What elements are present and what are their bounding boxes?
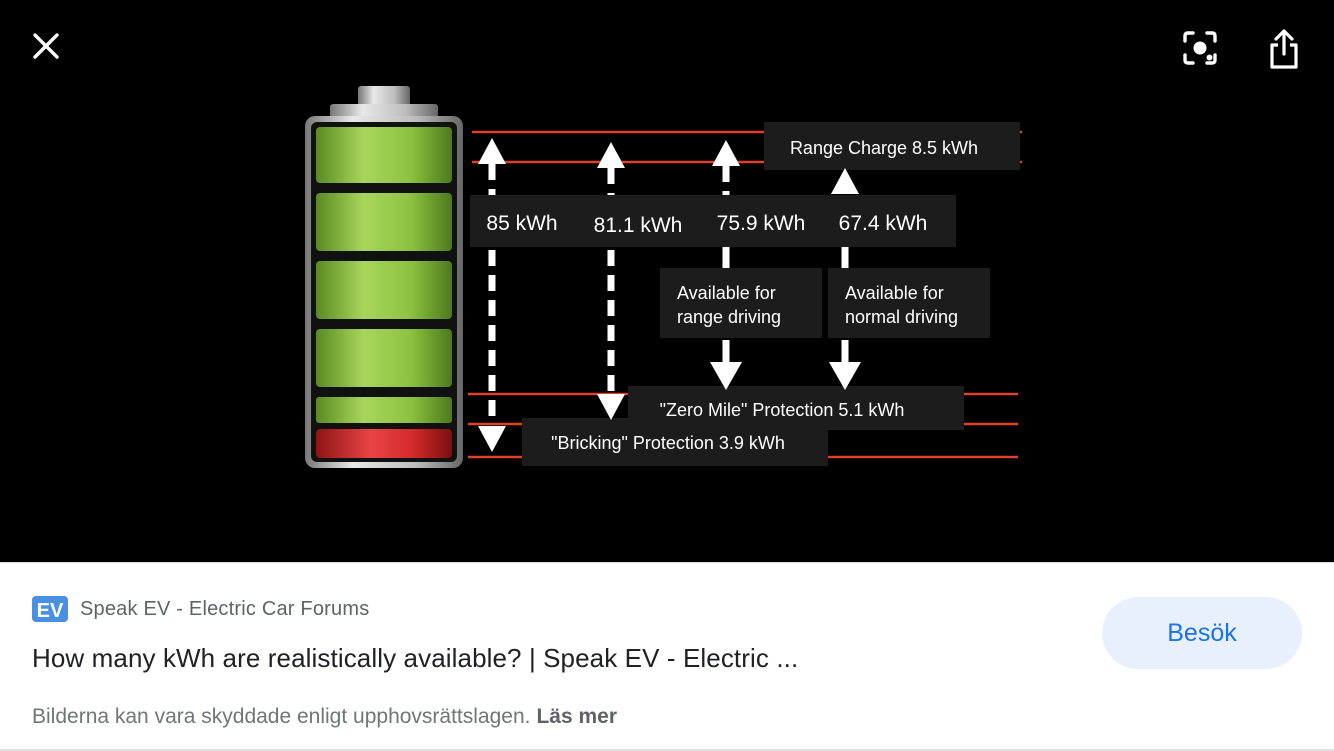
copyright-text: Bilderna kan vara skyddade enligt upphov…	[32, 705, 531, 728]
arrow-67	[829, 168, 861, 390]
share-icon	[1270, 29, 1298, 69]
share-button[interactable]	[1260, 24, 1308, 74]
svg-text:EV: EV	[37, 600, 64, 622]
range-charge-label: Range Charge 8.5 kWh	[790, 138, 978, 158]
value-75-label: 75.9 kWh	[717, 212, 806, 235]
source-row[interactable]: EV Speak EV - Electric Car Forums	[32, 593, 369, 625]
lens-icon	[1183, 31, 1217, 65]
available-range-line1: Available for	[677, 283, 776, 303]
learn-more-link[interactable]: Läs mer	[536, 705, 618, 728]
battery-graphic	[305, 86, 463, 468]
source-panel: EV Speak EV - Electric Car Forums How ma…	[0, 562, 1334, 751]
bricking-label: "Bricking" Protection 3.9 kWh	[551, 433, 785, 453]
speak-ev-logo-icon: EV	[32, 596, 68, 622]
result-title[interactable]: How many kWh are realistically available…	[32, 643, 799, 673]
arrow-85	[478, 138, 506, 452]
value-81-label: 81.1 kWh	[594, 214, 683, 237]
close-button[interactable]	[24, 24, 68, 68]
arrow-75	[710, 140, 742, 390]
copyright-notice: Bilderna kan vara skyddade enligt upphov…	[32, 705, 617, 729]
available-normal-line1: Available for	[845, 283, 944, 303]
close-icon	[33, 33, 59, 59]
image-viewer: Range Charge 8.5 kWh 85 kWh 81.1 kWh 75.…	[0, 0, 1334, 562]
available-range-line2: range driving	[677, 307, 781, 327]
arrow-81	[597, 142, 625, 420]
value-85-label: 85 kWh	[486, 212, 557, 235]
available-normal-line2: normal driving	[845, 307, 958, 327]
lens-button[interactable]	[1176, 24, 1224, 72]
zero-mile-label: "Zero Mile" Protection 5.1 kWh	[660, 400, 905, 420]
source-name: Speak EV - Electric Car Forums	[80, 597, 370, 620]
value-67-label: 67.4 kWh	[839, 212, 928, 235]
battery-figure: Range Charge 8.5 kWh 85 kWh 81.1 kWh 75.…	[305, 86, 1022, 468]
visit-button[interactable]: Besök	[1102, 597, 1302, 669]
